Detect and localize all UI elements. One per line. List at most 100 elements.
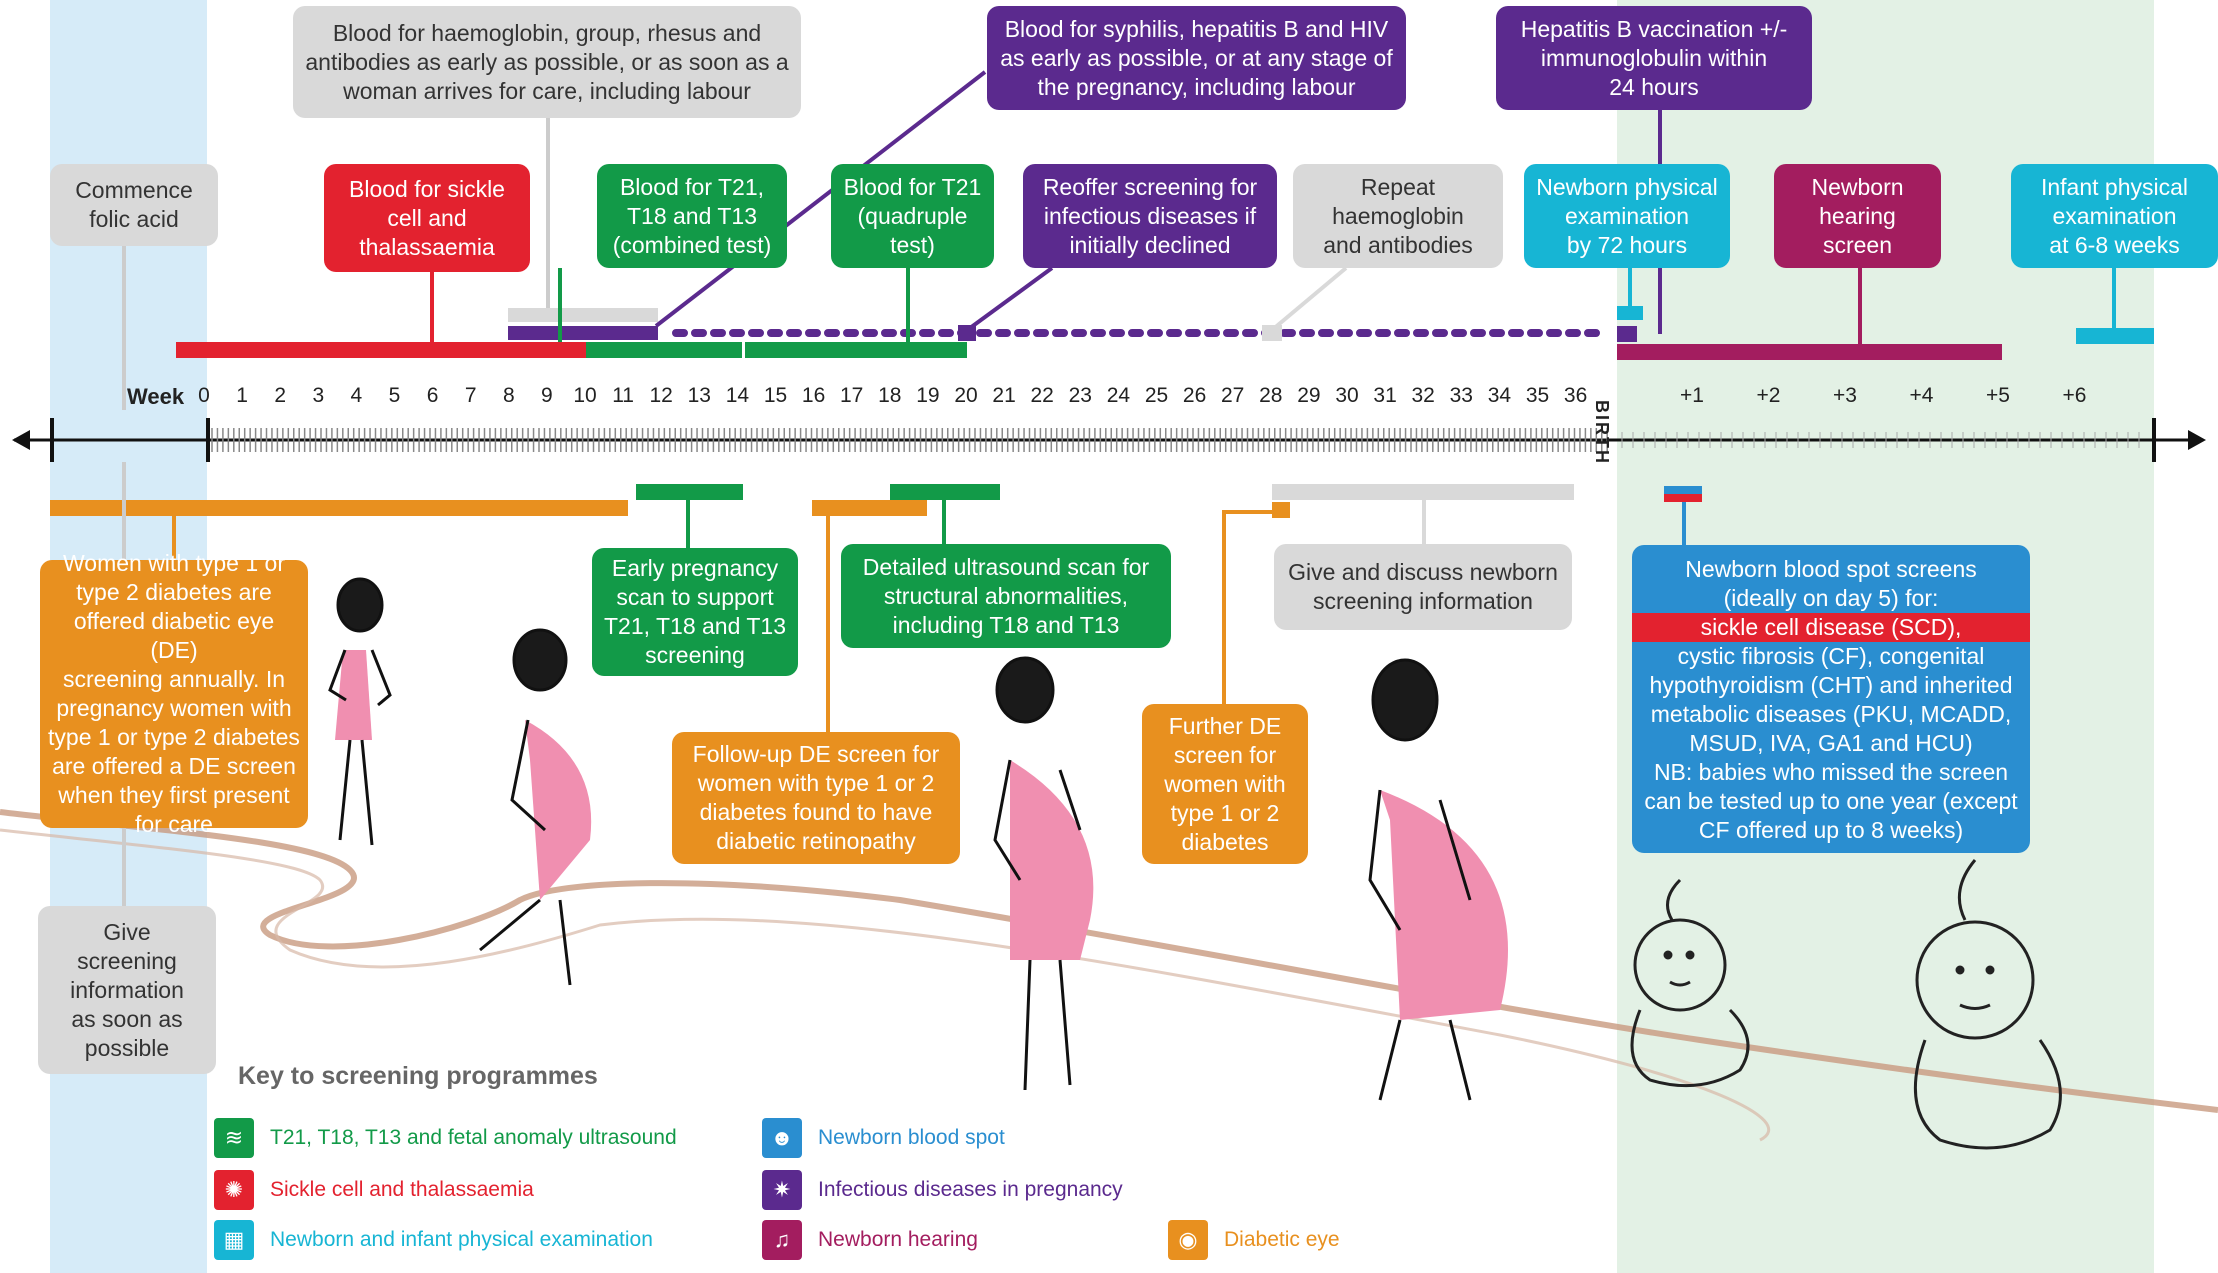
early-scan-text: Early pregnancy scan to support T21, T18… — [603, 555, 786, 668]
road-path — [0, 809, 2218, 1113]
week-number: 6 — [426, 384, 439, 407]
week-number: 14 — [725, 384, 750, 407]
axis-ticks — [211, 428, 2140, 452]
week-number: 9 — [541, 384, 553, 407]
post-birth-week-number: +6 — [2062, 384, 2087, 407]
week-number: 32 — [1411, 384, 1435, 407]
haemoglobin-box: Blood for haemoglobin, group, rhesus and… — [293, 6, 801, 118]
week-number: 0 — [198, 384, 210, 407]
infectious-disease-icon: ✷ — [762, 1170, 802, 1210]
combined-test-box: Blood for T21, T18 and T13 (combined tes… — [597, 164, 787, 268]
woman-figure-2 — [479, 628, 592, 986]
week-number: 28 — [1259, 384, 1283, 407]
blood-spot-details: cystic fibrosis (CF), congenital hypothy… — [1644, 643, 2018, 843]
key-item-label: Newborn and infant physical examination — [270, 1228, 653, 1251]
reoffer-screening-box: Reoffer screening for infectious disease… — [1023, 164, 1277, 268]
sickle-cell-bar — [176, 342, 586, 358]
blood-spot-box: Newborn blood spot screens (ideally on d… — [1632, 545, 2030, 853]
diabetic-eye-bar — [50, 500, 628, 516]
key-item: ≋ T21, T18, T13 and fetal anomaly ultraso… — [214, 1118, 677, 1158]
week-number: 36 — [1563, 384, 1588, 407]
week-number: 31 — [1373, 384, 1397, 407]
week-number: 30 — [1335, 384, 1359, 407]
hep-b-vaccination-box: Hepatitis B vaccination +/- immunoglobul… — [1496, 6, 1812, 110]
combined-test-bar — [586, 342, 742, 358]
followup-de-bar — [812, 500, 927, 516]
week-number: 3 — [312, 384, 325, 407]
week-number: 26 — [1182, 384, 1207, 407]
blood-spot-marker-blue — [1664, 486, 1702, 494]
week-number: 20 — [954, 384, 978, 407]
sickle-cell-box: Blood for sickle cell and thalassaemia — [324, 164, 530, 272]
week-number: 22 — [1030, 384, 1054, 407]
week-number: 8 — [502, 384, 515, 407]
early-scan-bar — [636, 484, 743, 500]
newborn-exam-marker — [1617, 306, 1643, 320]
baby-figure-2 — [1913, 859, 2062, 1150]
woman-figure-4 — [1368, 658, 1508, 1101]
week-number: 23 — [1068, 384, 1092, 407]
detailed-scan-bar — [890, 484, 1000, 500]
ultrasound-icon: ≋ — [214, 1118, 254, 1158]
blood-spot-intro: Newborn blood spot screens (ideally on d… — [1685, 556, 1977, 611]
baby-figure-1 — [1630, 878, 1750, 1088]
infectious-diseases-box: Blood for syphilis, hepatitis B and HIV … — [987, 6, 1406, 110]
key-item: ✺Sickle cell and thalassaemia — [214, 1170, 534, 1210]
folic-acid-box: Commence folic acid — [50, 164, 218, 246]
blood-spot-marker-red — [1664, 494, 1702, 502]
week-number: 4 — [350, 384, 363, 407]
give-info-box: Give screening information as soon as po… — [38, 906, 216, 1074]
week-number: 1 — [236, 384, 248, 407]
woman-figure-3 — [993, 656, 1094, 1091]
further-de-box: Further DE screen for women with type 1 … — [1142, 704, 1308, 864]
week-label: Week — [127, 384, 185, 409]
axis-arrow-left — [12, 430, 30, 450]
newborn-exam-box: Newborn physical examination by 72 hours — [1524, 164, 1730, 268]
week-number: 13 — [687, 384, 711, 407]
week-number: 21 — [992, 384, 1016, 407]
post-birth-week-number: +4 — [1909, 384, 1934, 407]
key-item: ✷ Infectious diseases in pregnancy — [762, 1170, 1123, 1210]
diabetic-eye-annual-box: Women with type 1 or type 2 diabetes are… — [40, 550, 308, 837]
blood-spot-scd-highlight: sickle cell disease (SCD), — [1632, 613, 2030, 642]
week-number: 2 — [274, 384, 287, 407]
road-path-edge — [0, 828, 1771, 1142]
week-number: 27 — [1221, 384, 1245, 407]
followup-de-box: Follow-up DE screen for women with type … — [672, 732, 960, 864]
week-number: 5 — [388, 384, 401, 407]
early-scan-box: Early pregnancy scan to support T21, T18… — [592, 548, 798, 676]
eye-icon: ◉ — [1168, 1220, 1208, 1260]
week-number: 19 — [916, 384, 940, 407]
newborn-info-box: Give and discuss newborn screening infor… — [1274, 544, 1572, 630]
key-item-label: Infectious diseases in pregnancy — [818, 1178, 1123, 1201]
key-item: ◉Diabetic eye — [1168, 1220, 1340, 1260]
newborn-hearing-box: Newborn hearing screen — [1774, 164, 1941, 268]
key-title: Key to screening programmes — [238, 1062, 598, 1090]
key-item-label: T21, T18, T13 and fetal anomaly ultrasou… — [270, 1126, 677, 1149]
quadruple-test-box: Blood for T21 (quadruple test) — [831, 164, 994, 268]
post-birth-week-number: +2 — [1756, 384, 1781, 407]
key-item: ☻Newborn blood spot — [762, 1118, 1005, 1158]
week-number: 24 — [1106, 384, 1131, 407]
axis-arrow-right — [2188, 430, 2206, 450]
week-number: 15 — [763, 384, 788, 407]
week-number: 35 — [1525, 384, 1550, 407]
week-number: 12 — [649, 384, 673, 407]
week-number: 29 — [1297, 384, 1321, 407]
hep-b-marker — [1617, 326, 1637, 342]
woman-figure-1 — [328, 577, 392, 846]
key-item-label: Newborn hearing — [818, 1228, 978, 1251]
post-birth-week-number: +3 — [1833, 384, 1857, 407]
quadruple-test-bar — [745, 342, 967, 358]
post-birth-week-number: +1 — [1680, 384, 1704, 407]
key-item: ▦Newborn and infant physical examination — [214, 1220, 653, 1260]
hearing-icon: ♫ — [762, 1220, 802, 1260]
week-number: 17 — [840, 384, 864, 407]
infant-exam-bar — [2076, 328, 2154, 344]
repeat-hb-marker — [1262, 325, 1282, 341]
key-item: ♫ Newborn hearing — [762, 1220, 978, 1260]
detailed-scan-box: Detailed ultrasound scan for structural … — [841, 544, 1171, 648]
repeat-haemoglobin-box: Repeat haemoglobin and antibodies — [1293, 164, 1503, 268]
week-number: 10 — [573, 384, 597, 407]
